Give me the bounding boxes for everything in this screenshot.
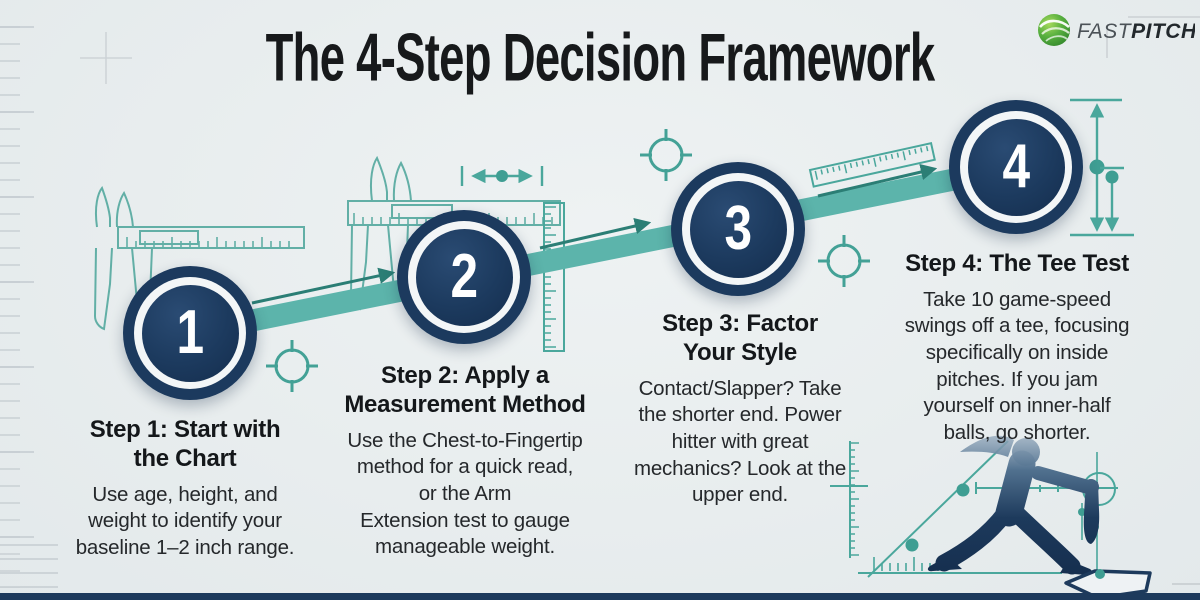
caliper-icon-1	[93, 185, 305, 331]
step-4-core: 4	[967, 118, 1065, 216]
step-3-number: 3	[724, 194, 752, 263]
angled-ruler-icon	[808, 141, 936, 188]
crosshair-icon-3	[818, 235, 870, 287]
bottom-right-guide-line	[1172, 583, 1200, 585]
step-3-ring: 3	[682, 173, 794, 285]
progress-arrows	[251, 163, 938, 305]
left-edge-ruler-long-ticks	[0, 26, 34, 588]
step-3-title: Step 3: Factor Your Style	[662, 310, 818, 366]
step-3-body: Contact/Slapper? Take the shorter end. P…	[633, 376, 847, 507]
fastpitch-logo: FASTPITCH	[1038, 14, 1195, 46]
step-3-core: 3	[689, 180, 787, 278]
progress-arrow-2	[539, 217, 652, 250]
step-2-body: Use the Chest-to-Fingertip method for a …	[347, 428, 583, 559]
top-right-guide-line	[1128, 16, 1200, 18]
batter-silhouette	[927, 435, 1100, 576]
step-1-ring: 1	[134, 277, 246, 389]
angled-ruler-ticks	[814, 146, 929, 180]
height-dimension-icon	[1070, 98, 1134, 237]
caliper-1-ticks	[126, 237, 290, 247]
step-2-title: Step 2: Apply a Measurement Method	[344, 362, 586, 418]
step-1-title: Step 1: Start with the Chart	[89, 416, 281, 472]
crosshair-icon-2	[640, 129, 692, 181]
step-4-circle: 4	[949, 100, 1083, 234]
step-4-title: Step 4: The Tee Test	[905, 250, 1129, 277]
step-1-number: 1	[176, 298, 204, 367]
step-2-circle: 2	[397, 210, 531, 344]
logo-text-fast: FAST	[1077, 20, 1133, 43]
step-1-body: Use age, height, and weight to identify …	[75, 482, 295, 559]
bottom-left-ruler-icon	[0, 544, 58, 596]
step-4-text-block: Step 4: The Tee Test Take 10 game-speed …	[866, 250, 1168, 447]
step-4-body: Take 10 game-speed swings off a tee, foc…	[904, 287, 1130, 444]
page-title: The 4-Step Decision Framework	[265, 18, 935, 96]
step-3-circle: 3	[671, 162, 805, 296]
crosshair-icon-faint	[80, 32, 132, 84]
progress-arrow-3	[817, 163, 938, 198]
step-2-core: 2	[415, 228, 513, 326]
step-2-text-block: Step 2: Apply a Measurement Method Use t…	[312, 362, 618, 561]
step-2-number: 2	[450, 242, 478, 311]
crosshair-icon-1	[266, 340, 318, 392]
step-4-ring: 4	[960, 111, 1072, 223]
side-ruler-ticks	[544, 206, 556, 348]
progress-arrow-1	[251, 267, 396, 305]
step-1-circle: 1	[123, 266, 257, 400]
plate-measure-dot	[1095, 569, 1105, 579]
step-1-text-block: Step 1: Start with the Chart Use age, he…	[30, 416, 340, 562]
top-right-guide-line-vertical	[1106, 30, 1108, 58]
progress-band	[187, 156, 1019, 344]
svg-text:FASTPITCH: FASTPITCH	[1077, 20, 1195, 43]
softball-logo-icon	[1038, 14, 1070, 46]
step-3-text-block: Step 3: Factor Your Style Contact/Slappe…	[596, 310, 884, 509]
step-4-number: 4	[1002, 132, 1030, 201]
bottom-accent-bar	[0, 593, 1200, 600]
step-1-core: 1	[141, 284, 239, 382]
scene-left-ruler-ticks	[850, 442, 859, 556]
step-2-ring: 2	[408, 221, 520, 333]
logo-text-pitch: PITCH	[1131, 20, 1195, 43]
dimension-arrow-icon	[460, 166, 544, 186]
